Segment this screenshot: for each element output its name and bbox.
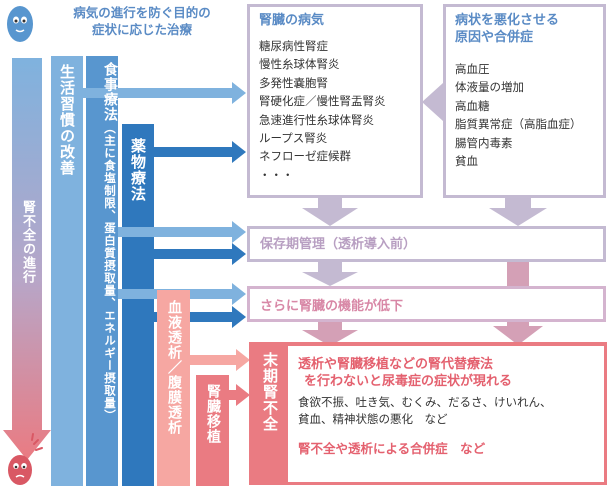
dialysis-bar (157, 290, 190, 486)
kidney-disease-box: 腎臓の病気 糖尿病性腎症 慢性糸球体腎炎 多発性嚢胞腎 腎硬化症／慢性腎盂腎炎 … (247, 4, 423, 198)
arrow-medication-to-disease (154, 141, 246, 163)
arrow-transplant-to-endstage (229, 384, 250, 406)
list-item: ループス腎炎 (259, 131, 328, 146)
lifestyle-label: 生活習慣の改善 (58, 64, 76, 176)
arrow-decline-down (302, 322, 358, 346)
aggravating-title-line-1: 病状を悪化させる (455, 13, 560, 28)
list-item: 高血圧 (455, 62, 490, 76)
list-item: 高血糖 (455, 98, 490, 113)
diet-bar (86, 56, 118, 486)
medication-bar (122, 124, 154, 486)
arrow-conservative-down (302, 262, 358, 286)
arrow-medication-to-decline (154, 306, 246, 328)
stage-conservative-label: 保存期管理（透析導入前） (260, 236, 417, 252)
dialysis-label: 血液透析／腹膜透析 (166, 300, 182, 435)
list-item: 急速進行性糸球体腎炎 (259, 112, 374, 127)
list-item: ネフローゼ症候群 (259, 149, 351, 164)
aggravating-factors-box: 病状を悪化させる 原因や合併症 高血圧 体液量の増加 高血糖 脂質異常症（高脂血… (443, 4, 606, 198)
aggravating-title-line-2: 原因や合併症 (455, 30, 534, 45)
transplant-label: 腎臓移植 (205, 384, 221, 444)
top-caption: 病気の進行を防ぐ目的の 症状に応じた治療 (44, 4, 240, 38)
endstage-symptoms-line-2: 貧血、精神状態の悪化 など (298, 412, 448, 426)
kidney-character-icon-bottom (8, 433, 43, 485)
stage-decline-label: さらに腎臓の機能が低下 (260, 298, 404, 314)
progression-label: 腎不全の進行 (20, 200, 35, 284)
arrow-lifestyle-to-conservative (118, 221, 246, 243)
endstage-symptoms-line-1: 食欲不振、吐き気、むくみ、だるさ、けいれん、 (298, 395, 552, 409)
endstage-headline-line-2: を行わないと尿毒症の症状が現れる (304, 374, 513, 389)
list-item: 貧血 (455, 154, 478, 169)
list-item: 糖尿病性腎症 (259, 39, 328, 53)
diet-label-detail: （主に食塩制限、蛋白質摂取量、エネルギー摂取量） (103, 122, 117, 422)
arrow-lifestyle-to-disease (83, 82, 246, 104)
endstage-detail: 透析や腎臓移植などの腎代替療法 を行わないと尿毒症の症状が現れる 食欲不振、吐き… (298, 356, 600, 457)
endstage-headline-line-1: 透析や腎臓移植などの腎代替療法 (298, 357, 494, 372)
list-item: ・・・ (259, 167, 294, 182)
list-item: 腸管内毒素 (455, 135, 513, 150)
medication-label: 薬物療法 (129, 138, 147, 202)
top-caption-line-2: 症状に応じた治療 (91, 22, 192, 37)
kidney-character-icon-top (7, 6, 33, 42)
top-caption-line-1: 病気の進行を防ぐ目的の (73, 5, 211, 20)
arrow-aggravating-down (489, 198, 547, 226)
kidney-disease-list: 糖尿病性腎症 慢性糸球体腎炎 多発性嚢胞腎 腎硬化症／慢性腎盂腎炎 急速進行性糸… (259, 37, 420, 184)
arrow-medication-to-conservative (154, 243, 246, 265)
endstage-inner (288, 346, 604, 482)
kidney-disease-title: 腎臓の病気 (259, 13, 325, 28)
lifestyle-bar (51, 56, 83, 486)
diet-label: 食事療法（主に食塩制限、蛋白質摂取量、エネルギー摂取量） (86, 62, 118, 482)
arrow-dialysis-to-endstage (190, 349, 250, 371)
transplant-bar (196, 375, 229, 486)
list-item: 多発性嚢胞腎 (259, 75, 328, 90)
diet-label-title: 食事療法 (102, 62, 118, 122)
list-item: 脂質異常症（高脂血症） (455, 117, 582, 132)
list-item: 慢性糸球体腎炎 (259, 57, 340, 72)
stage-endstage-label: 末期腎不全 (261, 352, 279, 432)
arrow-disease-down (302, 198, 358, 226)
aggravating-list: 高血圧 体液量の増加 高血糖 脂質異常症（高脂血症） 腸管内毒素 貧血 (455, 60, 603, 170)
list-item: 体液量の増加 (455, 80, 524, 95)
stage-conservative: 保存期管理（透析導入前） (247, 226, 606, 262)
stage-decline: さらに腎臓の機能が低下 (247, 286, 606, 322)
arrow-aggravating-to-disease (422, 83, 443, 121)
progression-arrow (3, 58, 51, 460)
list-item: 腎硬化症／慢性腎盂腎炎 (259, 94, 386, 109)
endstage-complications: 腎不全や透析による合併症 など (298, 441, 486, 456)
